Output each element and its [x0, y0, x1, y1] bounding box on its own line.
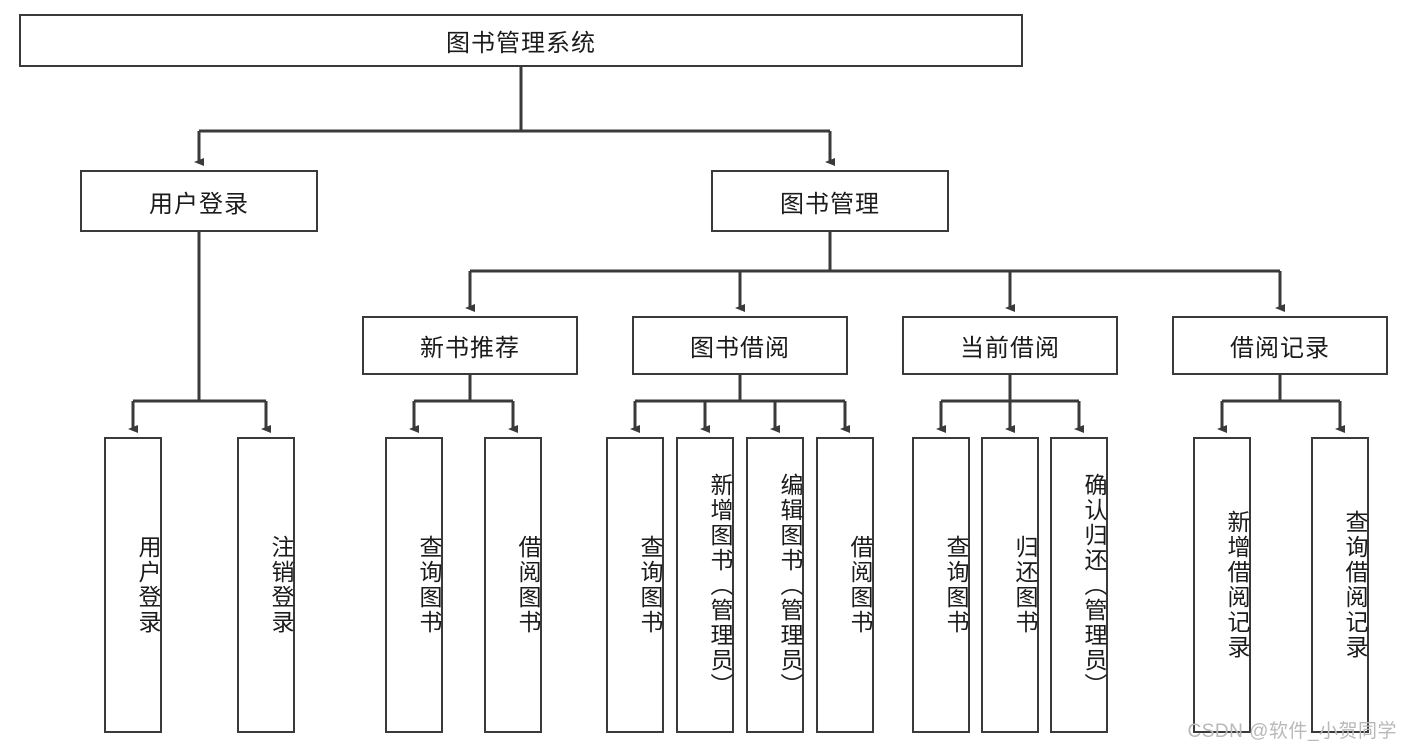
node-borrow-record[interactable]: 借阅记录 — [1172, 316, 1388, 375]
node-user-login-label: 用户登录 — [149, 190, 249, 218]
node-new-book-recommend[interactable]: 新书推荐 — [362, 316, 578, 375]
node-leaf-borrow-book-2[interactable]: 借阅图书 — [816, 437, 874, 733]
node-root-label: 图书管理系统 — [446, 30, 596, 57]
node-current-borrow[interactable]: 当前借阅 — [902, 316, 1118, 375]
node-leaf-add-record-label: 新增借阅记录 — [1224, 510, 1250, 660]
node-leaf-query-record-label: 查询借阅记录 — [1342, 510, 1368, 660]
node-leaf-query-book-1[interactable]: 查询图书 — [385, 437, 443, 733]
node-leaf-return-book-label: 归还图书 — [1012, 535, 1038, 635]
node-current-borrow-label: 当前借阅 — [960, 335, 1060, 362]
node-leaf-user-login[interactable]: 用户登录 — [104, 437, 162, 733]
node-leaf-add-book-label: 新增图书（管理员） — [707, 472, 733, 698]
node-leaf-query-book-3[interactable]: 查询图书 — [912, 437, 970, 733]
node-new-book-recommend-label: 新书推荐 — [420, 335, 520, 362]
node-leaf-user-logout[interactable]: 注销登录 — [237, 437, 295, 733]
node-leaf-confirm-return[interactable]: 确认归还（管理员） — [1050, 437, 1108, 733]
node-leaf-user-login-label: 用户登录 — [135, 535, 161, 635]
node-book-management-label: 图书管理 — [780, 190, 880, 218]
node-leaf-confirm-return-label: 确认归还（管理员） — [1081, 472, 1107, 698]
node-leaf-borrow-book-2-label: 借阅图书 — [847, 535, 873, 635]
node-leaf-query-book-1-label: 查询图书 — [416, 535, 442, 635]
node-leaf-borrow-book-1[interactable]: 借阅图书 — [484, 437, 542, 733]
node-leaf-add-record[interactable]: 新增借阅记录 — [1193, 437, 1251, 733]
node-leaf-add-book[interactable]: 新增图书（管理员） — [676, 437, 734, 733]
node-leaf-query-book-3-label: 查询图书 — [943, 535, 969, 635]
node-book-management[interactable]: 图书管理 — [711, 170, 949, 232]
node-leaf-return-book[interactable]: 归还图书 — [981, 437, 1039, 733]
node-book-borrow[interactable]: 图书借阅 — [632, 316, 848, 375]
node-leaf-edit-book-label: 编辑图书（管理员） — [777, 472, 803, 698]
node-borrow-record-label: 借阅记录 — [1230, 335, 1330, 362]
node-leaf-query-record[interactable]: 查询借阅记录 — [1311, 437, 1369, 733]
node-leaf-borrow-book-1-label: 借阅图书 — [515, 535, 541, 635]
node-root[interactable]: 图书管理系统 — [19, 14, 1023, 67]
node-book-borrow-label: 图书借阅 — [690, 335, 790, 362]
watermark-text: CSDN @软件_小贺同学 — [1187, 721, 1397, 742]
node-leaf-query-book-2-label: 查询图书 — [637, 535, 663, 635]
node-user-login[interactable]: 用户登录 — [80, 170, 318, 232]
node-leaf-query-book-2[interactable]: 查询图书 — [606, 437, 664, 733]
node-leaf-edit-book[interactable]: 编辑图书（管理员） — [746, 437, 804, 733]
node-leaf-user-logout-label: 注销登录 — [268, 535, 294, 635]
